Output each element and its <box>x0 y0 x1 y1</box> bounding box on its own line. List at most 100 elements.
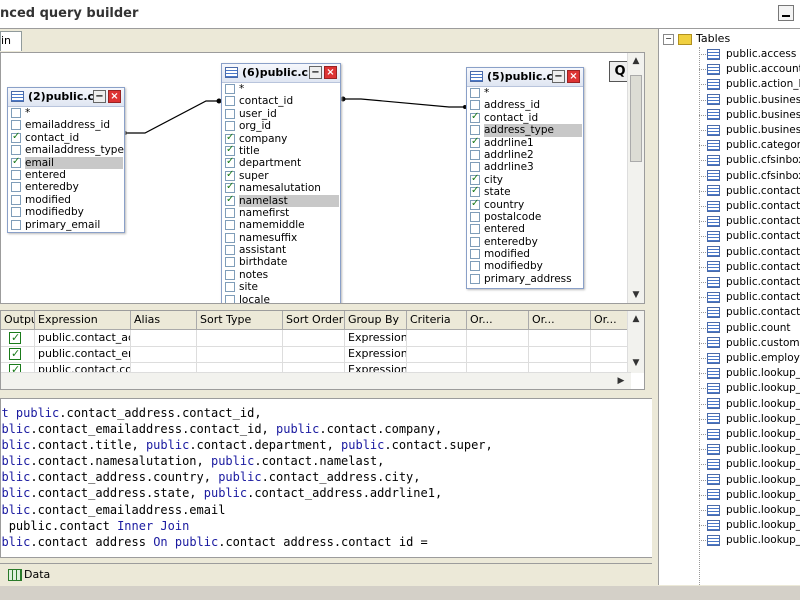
close-table-icon[interactable]: × <box>567 70 580 83</box>
field-checkbox[interactable] <box>11 108 21 118</box>
tree-item-table[interactable]: public.cfsinbox_ <box>699 169 800 184</box>
table-box-address[interactable]: (5)public.c...−×*address_idcontact_idadd… <box>466 67 584 289</box>
grid-column-header[interactable]: Sort Order <box>283 311 345 329</box>
grid-column-header[interactable]: Or... <box>467 311 529 329</box>
tree-item-table[interactable]: public.lookup_a <box>698 366 800 381</box>
expression-cell[interactable]: public.contact_addre <box>35 330 131 346</box>
output-cell[interactable] <box>1 346 35 362</box>
tree-item-table[interactable]: public.lookup_c <box>699 442 800 457</box>
tree-item-table[interactable]: public.contact_p <box>698 275 800 290</box>
sql-text[interactable]: ect public.contact_address.contact_id,pu… <box>1 405 493 550</box>
grid-row[interactable]: public.contact_emailExpression <box>1 346 631 363</box>
field-checkbox[interactable] <box>11 194 21 205</box>
tree-item-table[interactable]: public.action_lis <box>699 77 800 92</box>
field-checkbox[interactable] <box>470 236 480 247</box>
grid-cell[interactable] <box>467 362 529 378</box>
tree-item-table[interactable]: public.lookup_a <box>698 381 800 396</box>
field-checkbox[interactable] <box>470 100 480 111</box>
diagram-canvas[interactable]: (2)public.c...−×*emailaddress_idcontact_… <box>0 52 645 304</box>
grid-column-header[interactable]: Group By <box>345 311 407 329</box>
field-row[interactable]: contact_id <box>222 95 340 107</box>
grid-cell[interactable] <box>407 346 467 362</box>
tree-item-table[interactable]: public.lookup_c <box>699 397 800 412</box>
field-checkbox[interactable] <box>11 182 21 193</box>
field-row[interactable]: emailaddress_type <box>8 144 124 156</box>
tree-item-table[interactable]: public.employee <box>699 351 800 366</box>
grid-vertical-scrollbar[interactable]: ▲ ▼ <box>627 311 644 373</box>
expression-cell[interactable]: public.contact_email <box>35 346 131 362</box>
scroll-down-icon[interactable]: ▼ <box>632 290 640 300</box>
vertical-splitter[interactable] <box>652 29 658 585</box>
field-row[interactable]: addrline2 <box>467 149 583 161</box>
grid-row[interactable]: public.contact_addre Expression <box>1 330 631 347</box>
field-checkbox[interactable] <box>225 194 235 206</box>
scroll-down-icon[interactable]: ▼ <box>632 358 640 368</box>
field-row[interactable]: enteredby <box>8 181 124 193</box>
field-row[interactable]: namesalutation <box>222 181 340 194</box>
output-checkbox[interactable] <box>9 330 21 346</box>
field-checkbox[interactable] <box>225 108 235 119</box>
tree-item-table[interactable]: public.lookup_in <box>699 533 800 548</box>
grid-cell[interactable] <box>131 330 197 346</box>
tree-item-table[interactable]: public.contact <box>698 184 800 199</box>
field-checkbox[interactable] <box>225 269 235 280</box>
tab-main[interactable]: in <box>0 31 22 51</box>
field-row[interactable]: address_type <box>467 124 583 137</box>
field-row[interactable]: postalcode <box>467 211 583 223</box>
field-checkbox[interactable] <box>470 88 480 98</box>
tree-item-table[interactable]: public.lookup_d <box>699 473 800 488</box>
tree-item-table[interactable]: public.lookup_in <box>699 518 800 533</box>
field-row[interactable]: primary_address <box>467 273 583 285</box>
field-row[interactable]: emailaddress_id <box>8 119 124 131</box>
field-checkbox[interactable] <box>470 211 480 222</box>
minimize-button[interactable] <box>778 5 794 21</box>
grid-cell[interactable] <box>467 330 529 346</box>
grid-column-header[interactable]: Sort Type <box>197 311 283 329</box>
tree-item-table[interactable]: public.lookup_c <box>699 427 800 442</box>
tree-item-table[interactable]: public.access <box>698 47 796 62</box>
field-checkbox[interactable] <box>470 249 480 260</box>
grid-horizontal-scrollbar[interactable]: ▶ <box>1 372 631 389</box>
output-checkbox[interactable] <box>9 346 21 362</box>
field-row[interactable]: enteredby <box>467 236 583 248</box>
field-row[interactable]: namesuffix <box>222 232 340 244</box>
sql-editor[interactable]: ect public.contact_address.contact_id,pu… <box>0 398 655 558</box>
field-row[interactable]: entered <box>467 223 583 235</box>
tree-item-table[interactable]: public.business_ <box>699 108 800 123</box>
minimize-table-icon[interactable]: − <box>93 90 106 103</box>
tree-item-table[interactable]: public.customer <box>698 336 800 351</box>
field-checkbox[interactable] <box>470 136 480 148</box>
grid-cell[interactable] <box>529 330 591 346</box>
field-checkbox[interactable] <box>11 120 21 131</box>
field-row[interactable]: * <box>8 107 124 119</box>
field-row[interactable]: locale <box>222 294 340 303</box>
field-row[interactable]: title <box>222 144 340 157</box>
field-row[interactable]: birthdate <box>222 256 340 268</box>
field-row[interactable]: namefirst <box>222 207 340 219</box>
tree-root-tables[interactable]: −Tables <box>663 31 730 47</box>
grid-column-header[interactable]: Or... <box>591 311 631 329</box>
tree-item-table[interactable]: public.cfsinbox_ <box>699 153 800 168</box>
field-row[interactable]: assistant <box>222 244 340 256</box>
scroll-thumb[interactable] <box>630 75 642 162</box>
query-button[interactable]: Q <box>609 61 631 82</box>
tree-item-table[interactable]: public.lookup_c <box>699 412 800 427</box>
field-checkbox[interactable] <box>225 144 235 156</box>
field-row[interactable]: contact_id <box>8 131 124 144</box>
grid-column-header[interactable]: Criteria <box>407 311 467 329</box>
field-row[interactable]: addrline3 <box>467 161 583 173</box>
field-checkbox[interactable] <box>225 156 235 169</box>
field-row[interactable]: modified <box>8 194 124 206</box>
field-checkbox[interactable] <box>225 169 235 181</box>
field-checkbox[interactable] <box>470 173 480 185</box>
grid-column-header[interactable]: Or... <box>529 311 591 329</box>
field-checkbox[interactable] <box>470 125 480 136</box>
field-row[interactable]: email <box>8 156 124 169</box>
output-cell[interactable] <box>1 330 35 346</box>
group-by-cell[interactable]: Expression <box>345 330 407 346</box>
tree-item-table[interactable]: public.lookup_e <box>698 503 800 518</box>
grid-column-header[interactable]: Output <box>1 311 35 329</box>
grid-cell[interactable] <box>197 330 283 346</box>
field-checkbox[interactable] <box>470 162 480 173</box>
